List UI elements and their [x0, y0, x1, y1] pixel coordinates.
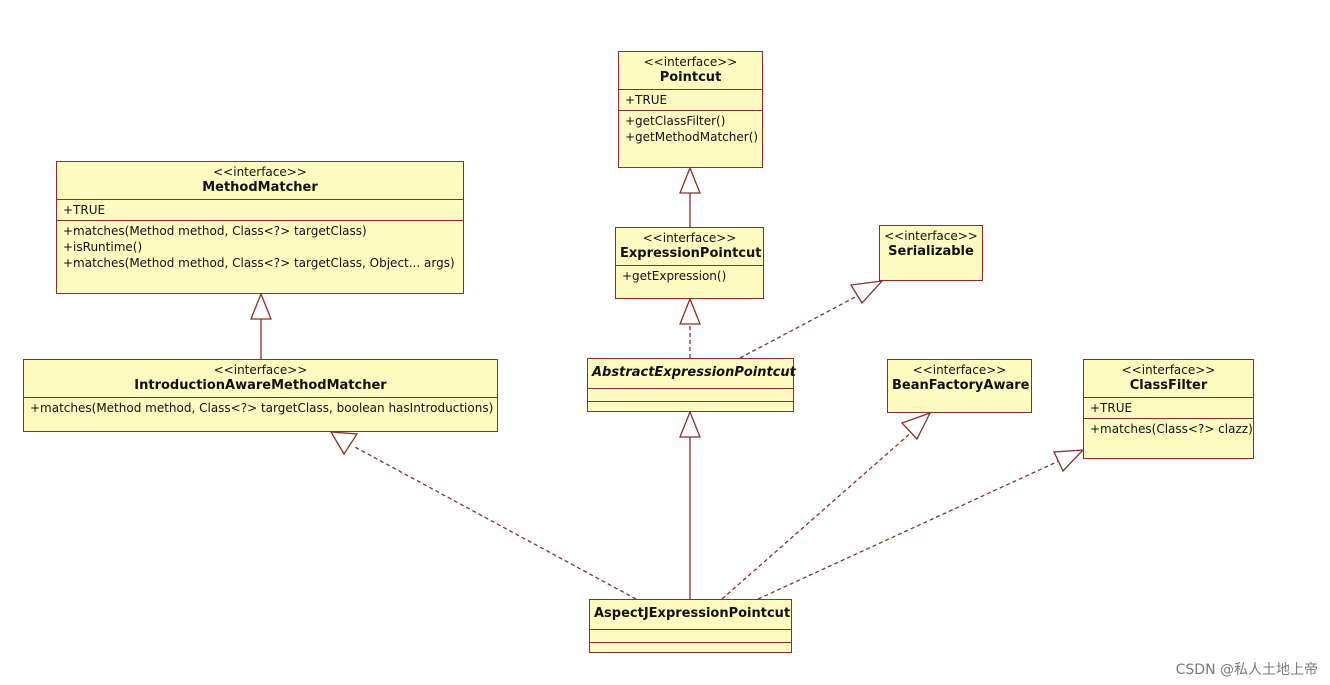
class-name: ExpressionPointcut: [620, 246, 762, 261]
class-pointcut[interactable]: <<interface>> Pointcut +TRUE +getClassFi…: [618, 51, 763, 168]
stereotype-label: <<interface>>: [884, 229, 978, 243]
stereotype-label: <<interface>>: [1121, 363, 1216, 377]
field-item: +TRUE: [625, 93, 668, 107]
method-item: +getExpression(): [622, 269, 727, 283]
realization-arrowhead: [679, 297, 701, 325]
class-abstractexpressionpointcut[interactable]: AbstractExpressionPointcut: [587, 358, 796, 414]
watermark: CSDN @私人土地上帝: [1175, 662, 1318, 678]
fields-section: +TRUE: [57, 200, 463, 221]
class-aspectjexpressionpointcut[interactable]: AspectJExpressionPointcut: [589, 599, 792, 653]
realization-arrowhead: [900, 411, 932, 441]
generalization-arrowhead: [679, 410, 701, 438]
fields-section: +TRUE: [1084, 398, 1253, 419]
class-expressionpointcut[interactable]: <<interface>> ExpressionPointcut +getExp…: [615, 227, 764, 299]
methods-section: +matches(Method method, Class<?> targetC…: [57, 221, 463, 273]
fields-section: +TRUE: [619, 90, 762, 111]
methods-section: [588, 402, 793, 414]
fields-section: [588, 389, 793, 402]
methods-section: +getClassFilter() +getMethodMatcher(): [619, 111, 762, 147]
method-item: +isRuntime(): [63, 240, 143, 254]
realization-abstract-serializable: [739, 293, 862, 359]
class-name: AbstractExpressionPointcut: [592, 365, 796, 380]
class-name: BeanFactoryAware: [892, 378, 1030, 393]
class-name: ClassFilter: [1129, 378, 1208, 393]
stereotype-label: <<interface>>: [912, 363, 1007, 377]
stereotype-label: <<interface>>: [213, 165, 307, 179]
realization-aspectj-introductionaware: [352, 445, 637, 600]
realization-arrowhead: [849, 280, 884, 305]
methods-section: +matches(Method method, Class<?> targetC…: [24, 398, 497, 418]
class-name: MethodMatcher: [202, 180, 318, 195]
field-item: +TRUE: [1090, 401, 1133, 415]
methods-section: [590, 643, 791, 655]
method-item: +matches(Method method, Class<?> targetC…: [30, 401, 494, 415]
class-classfilter[interactable]: <<interface>> ClassFilter +TRUE +matches…: [1083, 359, 1254, 459]
generalization-arrowhead: [679, 166, 701, 194]
method-item: +matches(Class<?> clazz): [1090, 422, 1253, 436]
class-introductionawaremethodmatcher[interactable]: <<interface>> IntroductionAwareMethodMat…: [23, 359, 498, 432]
class-name: AspectJExpressionPointcut: [594, 606, 791, 621]
stereotype-label: <<interface>>: [643, 55, 738, 69]
class-name: Serializable: [888, 244, 974, 259]
field-item: +TRUE: [63, 203, 106, 217]
class-methodmatcher[interactable]: <<interface>> MethodMatcher +TRUE +match…: [56, 161, 464, 294]
class-name: Pointcut: [659, 70, 722, 85]
method-item: +getMethodMatcher(): [625, 130, 759, 144]
realization-aspectj-classfilter: [757, 459, 1062, 600]
stereotype-label: <<interface>>: [642, 231, 737, 245]
realization-arrowhead: [1053, 449, 1085, 473]
stereotype-label: <<interface>>: [213, 363, 308, 377]
method-item: +matches(Method method, Class<?> targetC…: [63, 256, 455, 270]
method-item: +getClassFilter(): [625, 114, 726, 128]
realization-arrowhead: [329, 431, 359, 456]
method-item: +matches(Method method, Class<?> targetC…: [63, 224, 367, 238]
class-serializable[interactable]: <<interface>> Serializable: [879, 225, 983, 281]
generalization-arrowhead: [250, 292, 272, 320]
class-name: IntroductionAwareMethodMatcher: [134, 378, 387, 393]
fields-section: [590, 630, 791, 643]
methods-section: +getExpression(): [616, 266, 763, 286]
class-beanfactoryaware[interactable]: <<interface>> BeanFactoryAware: [887, 359, 1032, 413]
methods-section: +matches(Class<?> clazz): [1084, 419, 1253, 439]
realization-aspectj-beanfactoryaware: [721, 430, 914, 600]
